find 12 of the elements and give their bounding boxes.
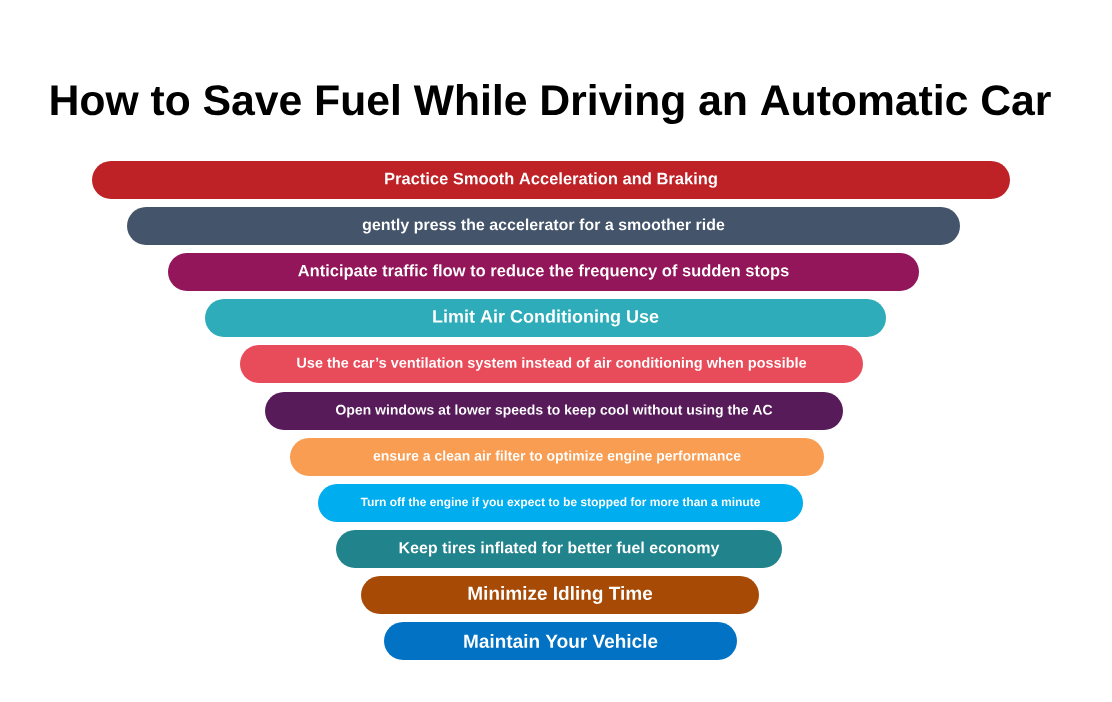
funnel-band: Minimize Idling Time [361,576,759,614]
funnel-band: Limit Air Conditioning Use [205,299,886,337]
funnel-band: Keep tires inflated for better fuel economy [336,530,782,568]
funnel-band: Maintain Your Vehicle [384,622,737,660]
funnel-band: Anticipate traffic flow to reduce the frequency of sudden stops [168,253,919,291]
funnel-band: Use the car’s ventilation system instead of air conditioning when possible [240,345,863,383]
funnel-band: Open windows at lower speeds to keep cool without using the AC [265,392,843,430]
funnel-band: gently press the accelerator for a smoother ride [127,207,960,245]
funnel-band: ensure a clean air filter to optimize engine performance [290,438,824,476]
funnel-band: Practice Smooth Acceleration and Braking [92,161,1010,199]
funnel-band: Turn off the engine if you expect to be stopped for more than a minute [318,484,803,522]
title: How to Save Fuel While Driving an Automatic Car [51,84,1051,124]
